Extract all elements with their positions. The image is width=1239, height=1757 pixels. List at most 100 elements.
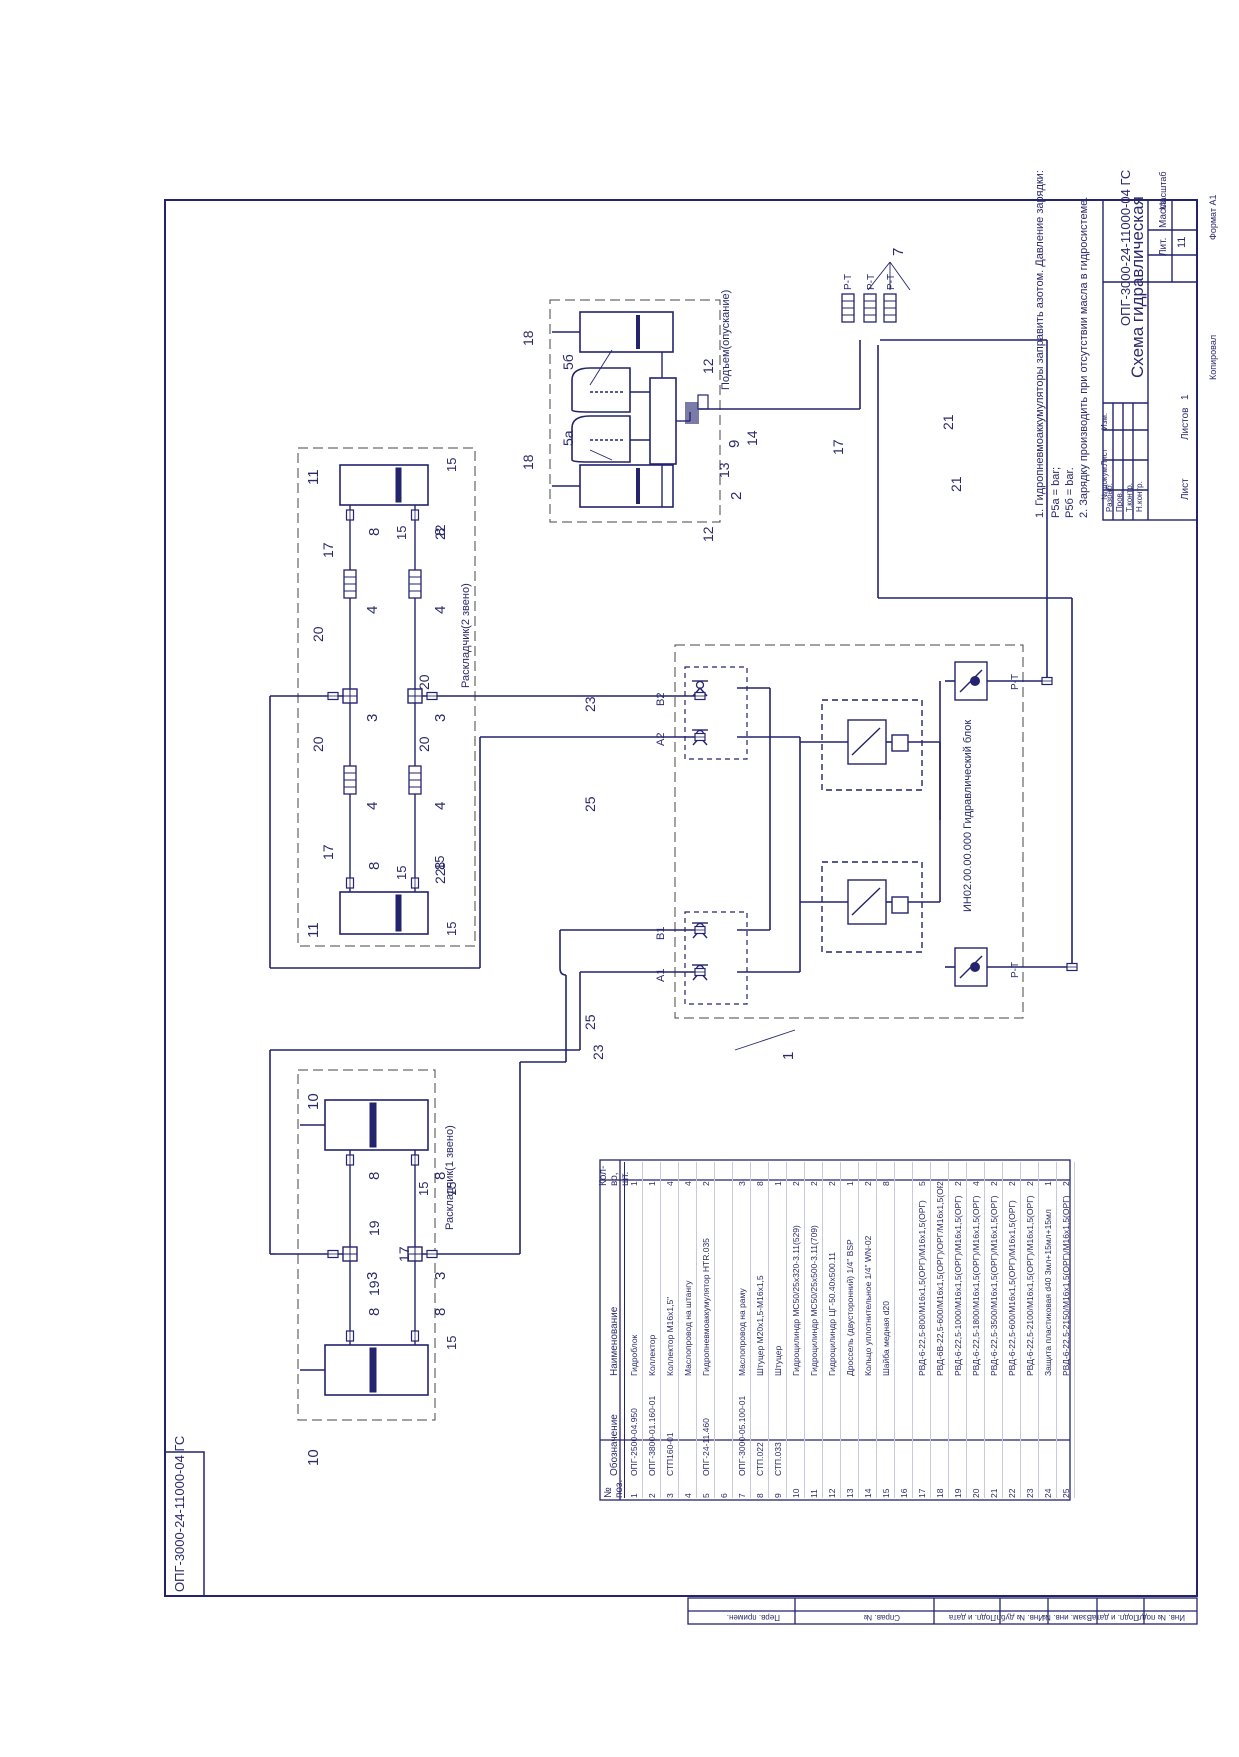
table-cell: СТП.022: [754, 1442, 765, 1476]
accumulator-group: [549, 299, 721, 523]
format-label: Формат А1: [1208, 194, 1218, 240]
table-cell: 4: [970, 1181, 981, 1186]
table-cell: 2: [790, 1181, 801, 1186]
table-cell: 24: [1042, 1488, 1053, 1498]
callout: 11: [305, 922, 322, 938]
table-cell: 2: [826, 1181, 837, 1186]
callout: 18: [520, 454, 536, 470]
callout: 3: [432, 1271, 449, 1280]
table-cell: 1: [772, 1181, 783, 1186]
sign-row-3: № докум.: [1100, 464, 1109, 500]
callout: 8: [432, 1171, 449, 1180]
table-cell: Защита пластиковая d40 3мл+15мл+15мл: [1042, 1209, 1053, 1376]
callout: 7: [890, 247, 907, 256]
table-cell: СТП160-01: [664, 1432, 675, 1476]
table-cell: 18: [934, 1488, 945, 1498]
table-cell: РВД-6-22,5-2100/М16х1,5(ОРГ)/М16х1,5(ОРГ…: [1024, 1195, 1035, 1376]
table-cell: 2: [934, 1181, 945, 1186]
table-cell: 5: [916, 1181, 927, 1186]
callout: 15: [394, 865, 409, 880]
table-cell: 14: [862, 1488, 873, 1498]
callout: 20: [310, 626, 326, 642]
sign-row-1: Изм.: [1100, 412, 1109, 430]
table-cell: Дроссель (двусторонний) 1/4" BSP: [844, 1239, 855, 1376]
table-cell: 4: [682, 1493, 693, 1498]
port-pt-5: P-T: [1010, 961, 1021, 978]
hydraulic-lines: [269, 339, 1073, 1255]
col-qty: Кол-во, шт.: [597, 1165, 631, 1186]
table-cell: РВД-6-22,5-1000/М16х1,5(ОРГ)/М16х1,5(ОРГ…: [952, 1195, 963, 1376]
table-cell: 2: [862, 1181, 873, 1186]
unit-2-group: [270, 447, 476, 947]
parts-table-grid: [599, 1159, 1071, 1501]
note-2: P5a = bar;: [1050, 466, 1062, 518]
callout: 17: [830, 439, 846, 455]
callout: 12: [700, 526, 716, 542]
sheet-frame: [164, 199, 1198, 1597]
callout: 2: [728, 491, 745, 500]
callout: 12: [700, 358, 716, 374]
table-cell: 4: [682, 1181, 693, 1186]
table-cell: 8: [754, 1181, 765, 1186]
callout: 15: [416, 1181, 431, 1196]
table-cell: 8: [754, 1493, 765, 1498]
callout: 15: [444, 1335, 459, 1350]
callout: 21: [940, 414, 956, 430]
table-cell: 17: [916, 1488, 927, 1498]
table-cell: Коллектор М16х1,5": [664, 1296, 675, 1376]
table-cell: 2: [988, 1181, 999, 1186]
port-a2: A2: [655, 732, 667, 746]
label-lift: Подъем(опускание): [720, 289, 732, 390]
lit-label: Лит.: [1158, 237, 1169, 256]
callout: 11: [305, 469, 322, 485]
label-hydraulic-block: ИН02.00.00.000 Гидравлический блок: [962, 719, 974, 912]
role-2: Пров.: [1115, 490, 1124, 512]
table-cell: 2: [952, 1181, 963, 1186]
table-cell: 15: [880, 1488, 891, 1498]
table-cell: 1: [628, 1181, 639, 1186]
table-cell: 16: [898, 1488, 909, 1498]
callout: 17: [396, 1246, 412, 1262]
callout: 9: [726, 439, 743, 448]
copied-label: Копировал: [1208, 334, 1218, 380]
table-cell: 2: [1006, 1181, 1017, 1186]
note-4: 2. Зарядку производить при отсутствии ма…: [1078, 196, 1090, 518]
callout: 3: [364, 713, 381, 722]
table-cell: 6: [718, 1493, 729, 1498]
cylinder-10-bottom: [300, 1344, 429, 1396]
accumulator-5a: [571, 367, 631, 413]
callout: 10: [305, 1449, 322, 1466]
table-cell: 7: [736, 1493, 747, 1498]
pt-fittings: [694, 293, 1078, 977]
table-cell: ОПГ-3800-01.160-01: [646, 1395, 657, 1476]
callout: 14: [744, 430, 760, 446]
col-pos: № поз.: [603, 1479, 625, 1498]
callout: 4: [364, 605, 381, 614]
callout: 8: [366, 527, 383, 536]
callout: 4: [364, 801, 381, 810]
table-cell: 1: [646, 1181, 657, 1186]
table-cell: Гидропневмоаккумулятор HTR.035: [700, 1238, 711, 1376]
table-cell: 9: [772, 1493, 783, 1498]
callout: 1: [780, 1051, 797, 1060]
col-designation: Обозначение: [608, 1414, 620, 1476]
callout: 4: [432, 605, 449, 614]
leader-lines: [589, 261, 911, 1051]
table-cell: 2: [1024, 1181, 1035, 1186]
table-cell: РВД-6-22,5-3500/М16х1,5(ОРГ)/М16х1,5(ОРГ…: [988, 1195, 999, 1376]
cylinder-11-bottom: [339, 891, 429, 935]
sheets-label: Листов: [1180, 407, 1191, 441]
callout: 18: [520, 330, 536, 346]
table-cell: РВД-6-22,5-2150/М16х1,5(ОРГ)/М16х1,5(ОРГ…: [1060, 1195, 1071, 1376]
callout: 3: [432, 713, 449, 722]
role-4: Н.контр.: [1135, 481, 1144, 512]
